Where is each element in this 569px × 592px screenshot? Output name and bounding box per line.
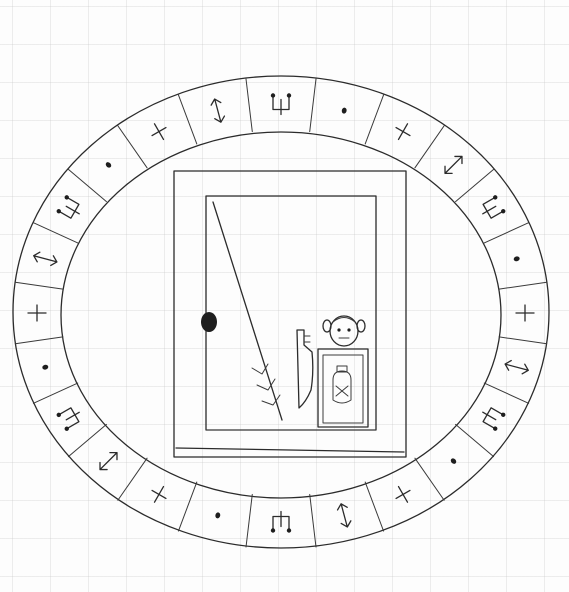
ring-divider xyxy=(15,282,63,289)
ring-dividers xyxy=(15,79,546,547)
ring-divider xyxy=(484,223,528,243)
ring-divider xyxy=(365,482,383,531)
inner-ring xyxy=(61,132,501,498)
ring-divider xyxy=(310,494,316,547)
ring-symbols xyxy=(28,93,534,532)
cross-symbol xyxy=(392,483,415,507)
ring-divider xyxy=(456,169,494,201)
ring-divider xyxy=(118,126,147,168)
cross-symbol xyxy=(148,483,171,507)
ring-divider xyxy=(499,282,547,289)
arrow-figure xyxy=(213,202,282,420)
dot-symbol xyxy=(105,161,113,169)
ring-divider xyxy=(415,458,444,500)
ring-divider xyxy=(68,424,106,456)
trident-symbol xyxy=(56,403,85,431)
ring-divider xyxy=(15,337,63,344)
ring-divider xyxy=(499,337,547,344)
black-dot xyxy=(201,312,217,332)
ring-divider xyxy=(310,79,316,132)
ring-divider xyxy=(178,482,196,531)
ring-divider xyxy=(246,494,252,547)
ring-divider xyxy=(415,126,444,168)
double-arrow-symbol xyxy=(32,251,58,267)
trident-symbol xyxy=(271,512,291,533)
knife-figure xyxy=(297,330,313,408)
double-arrow-symbol xyxy=(336,503,352,529)
double-arrow-symbol xyxy=(441,153,465,177)
ring-divider xyxy=(246,79,252,132)
double-arrow-symbol xyxy=(210,98,226,124)
double-arrow-symbol xyxy=(96,449,120,473)
cross-symbol xyxy=(516,305,534,321)
cross-symbol xyxy=(148,120,171,144)
trident-symbol xyxy=(478,403,507,431)
trident-symbol xyxy=(271,93,291,114)
dot-symbol xyxy=(341,107,347,114)
dot-symbol xyxy=(513,256,520,262)
frame-base-line xyxy=(176,448,404,452)
ring-divider xyxy=(178,95,196,144)
trident-symbol xyxy=(478,194,507,222)
ring-divider xyxy=(456,424,494,456)
face-cabinet-figure xyxy=(318,316,368,427)
ring-divider xyxy=(68,169,106,201)
dot-symbol xyxy=(450,457,458,465)
cross-symbol xyxy=(28,305,46,321)
trident-symbol xyxy=(56,194,85,222)
dot-symbol xyxy=(215,512,221,519)
dot-symbol xyxy=(42,364,49,370)
outer-ring xyxy=(13,76,549,548)
cross-symbol xyxy=(392,120,415,144)
ring-divider xyxy=(365,95,383,144)
ring-divider xyxy=(33,223,77,243)
ring-divider xyxy=(484,383,528,403)
ring-divider xyxy=(33,383,77,403)
double-arrow-symbol xyxy=(504,359,530,375)
ring-divider xyxy=(118,458,147,500)
